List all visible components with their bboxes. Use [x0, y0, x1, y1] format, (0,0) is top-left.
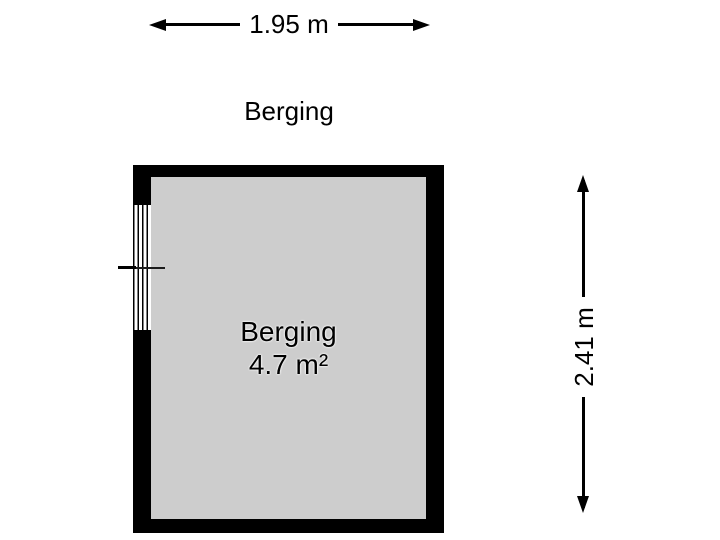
arrowhead-left-icon: [149, 19, 166, 31]
height-dimension-label: 2.41 m: [566, 297, 602, 397]
arrowhead-up-icon: [577, 175, 589, 192]
room-walls: [133, 165, 444, 533]
width-dimension-text: 1.95 m: [249, 8, 329, 39]
room-floor: [151, 177, 426, 519]
room-label: Berging 4.7 m²: [151, 315, 426, 381]
window-center-tick-inner: [136, 267, 165, 269]
window-center-tick-outer: [118, 266, 136, 269]
width-dimension-label: 1.95 m: [240, 7, 338, 40]
height-dimension-text: 2.41 m: [569, 307, 599, 387]
room-name-label: Berging: [240, 316, 337, 347]
room-area-label: 4.7 m²: [248, 349, 329, 380]
arrowhead-right-icon: [413, 19, 430, 31]
arrowhead-down-icon: [577, 496, 589, 513]
plan-title: Berging: [244, 96, 334, 126]
